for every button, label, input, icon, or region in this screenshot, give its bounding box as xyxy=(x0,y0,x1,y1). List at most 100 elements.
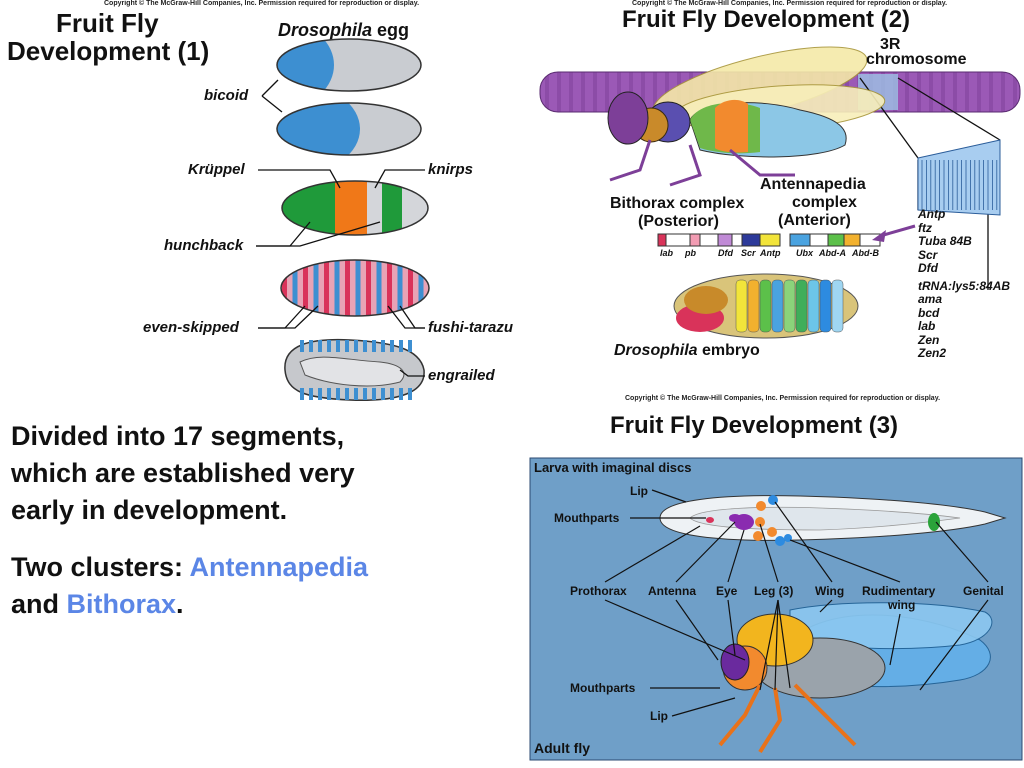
pair-rule-stripe xyxy=(303,260,308,316)
panel3-leader-lines xyxy=(604,489,989,717)
embryo-segment xyxy=(747,279,760,333)
engrailed-stripe xyxy=(345,388,349,400)
clusters-bithorax: Bithorax xyxy=(66,589,177,619)
gene-list-item: bcd xyxy=(918,305,940,320)
clusters-antennapedia: Antennapedia xyxy=(189,552,369,582)
chromosome-band xyxy=(953,72,957,112)
egg-bicoid-1 xyxy=(276,38,422,92)
engrailed-stripe xyxy=(336,388,340,400)
bithorax-label-line2: (Posterior) xyxy=(638,213,719,230)
pair-rule-stripe xyxy=(313,260,319,316)
egg-label-italic: Drosophila xyxy=(278,20,373,40)
egg-bicoid-2 xyxy=(276,102,422,156)
engrailed-stripe xyxy=(381,340,385,352)
embryo-segment xyxy=(759,279,772,333)
label-rudimentary-1: Rudimentary xyxy=(862,584,936,598)
chromosome-band xyxy=(617,72,621,112)
gene-list-item: ftz xyxy=(918,220,932,235)
egg-pair-rule xyxy=(280,259,430,317)
gene-list-item: Scr xyxy=(918,247,938,262)
label-rudimentary-2: wing xyxy=(888,598,916,612)
chromosome-band xyxy=(941,72,945,112)
engrailed-stripe xyxy=(399,340,403,352)
engrailed-stripe xyxy=(345,340,349,352)
body-paragraph-2: Two clusters: Antennapedia and Bithorax. xyxy=(11,549,441,623)
fruit-fly-illustration xyxy=(607,46,886,187)
label-genital: Genital xyxy=(963,584,1004,598)
arrow-head xyxy=(872,230,886,242)
engrailed-stripe xyxy=(390,388,394,400)
chromosome-band xyxy=(905,72,909,112)
panel1-leader-lines xyxy=(256,79,425,377)
engrailed-stripe xyxy=(309,340,313,352)
engrailed-stripe xyxy=(408,340,412,352)
label-knirps: knirps xyxy=(428,161,474,178)
bithorax-label-line1: Bithorax complex xyxy=(610,195,745,212)
engrailed-stripe xyxy=(372,388,376,400)
label-hunchback: hunchback xyxy=(164,237,244,254)
label-mouthparts-top: Mouthparts xyxy=(554,511,620,525)
pair-rule-stripe xyxy=(282,260,287,316)
engrailed-stripe xyxy=(408,388,412,400)
pair-rule-stripe xyxy=(366,260,371,316)
panel3-diagram xyxy=(529,457,1023,761)
engrailed-stripe xyxy=(354,340,358,352)
label-kruppel: Krüppel xyxy=(188,161,245,178)
pair-rule-stripe xyxy=(397,260,403,316)
chromosome-band xyxy=(929,72,933,112)
gene-list-item: Tuba 84B xyxy=(918,234,972,248)
chromosome-label-line2: chromosome xyxy=(866,51,967,68)
engrailed-stripe xyxy=(363,340,367,352)
pair-rule-stripe xyxy=(418,260,424,316)
embryo-segment xyxy=(783,279,796,333)
antennapedia-label-line1: Antennapedia xyxy=(760,176,866,193)
panel1-title-line1: Fruit Fly xyxy=(56,8,159,38)
chromosome-band xyxy=(593,72,597,112)
clusters-prefix: Two clusters: xyxy=(11,552,190,582)
gene-list-item: Dfd xyxy=(918,261,938,275)
clusters-suffix: . xyxy=(176,589,184,619)
copyright-notice-2: Copyright © The McGraw-Hill Companies, I… xyxy=(632,0,948,7)
engrailed-stripe xyxy=(327,340,331,352)
engrailed-stripe xyxy=(318,388,322,400)
label-fushi-tarazu: fushi-tarazu xyxy=(428,319,514,336)
egg-label: Drosophila egg xyxy=(278,20,409,41)
chromosome-band xyxy=(917,72,921,112)
embryo-label-rest: embryo xyxy=(697,342,760,359)
pair-rule-stripe xyxy=(355,260,361,316)
chromosome-band xyxy=(545,72,549,112)
panel2-title: Fruit Fly Development (2) xyxy=(622,6,911,33)
adult-fly-label: Adult fly xyxy=(534,740,590,756)
gene-list-item: Antp xyxy=(918,207,946,221)
copyright-notice-3: Copyright © The McGraw-Hill Companies, I… xyxy=(625,395,941,402)
chromosome-zoom-detail xyxy=(917,139,1001,216)
chromosome-band xyxy=(641,72,645,112)
copyright-notice-1: Copyright © The McGraw-Hill Companies, I… xyxy=(104,0,420,7)
gene-antp: Antp xyxy=(760,248,781,258)
embryo-label-italic: Drosophila xyxy=(614,342,698,359)
gene-ubx: Ubx xyxy=(796,248,814,258)
gene-scr: Scr xyxy=(741,248,756,258)
gene-list-item: lab xyxy=(918,319,936,333)
gene-abd-a: Abd-A xyxy=(819,248,846,258)
label-antenna: Antenna xyxy=(648,584,696,598)
gene-list-item: Zen2 xyxy=(918,346,947,360)
embryo-segment xyxy=(771,279,784,333)
pair-rule-stripe xyxy=(376,260,382,316)
label-leg: Leg (3) xyxy=(754,584,794,598)
panel1-title-line2: Development (1) xyxy=(7,36,210,66)
label-lip-bottom: Lip xyxy=(650,709,668,723)
label-wing: Wing xyxy=(815,584,845,598)
label-eye: Eye xyxy=(716,584,738,598)
chromosome-band xyxy=(557,72,561,112)
engrailed-stripe xyxy=(390,340,394,352)
engrailed-stripe xyxy=(381,388,385,400)
gene-dfd: Dfd xyxy=(718,248,733,258)
engrailed-stripe xyxy=(318,340,322,352)
gene-list: Antp ftz Tuba 84B Scr Dfd tRNA:lys5:84AB… xyxy=(918,207,1010,361)
body-line: early in development. xyxy=(11,495,288,525)
panel3-title: Fruit Fly Development (3) xyxy=(610,412,899,439)
label-engrailed: engrailed xyxy=(428,367,495,384)
chromosome-band xyxy=(1001,72,1005,112)
